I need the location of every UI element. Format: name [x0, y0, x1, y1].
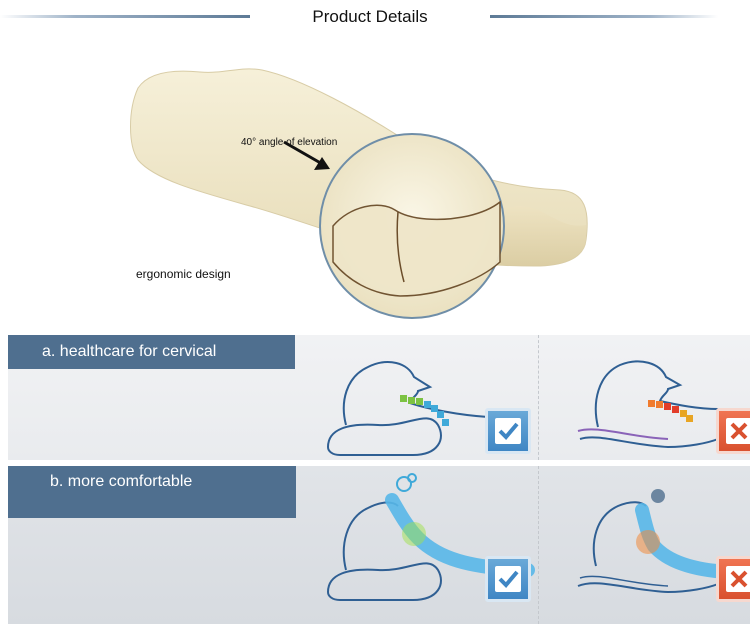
arrow-head	[314, 157, 330, 170]
section-comfortable: b. more comfortable	[8, 466, 750, 624]
angle-label: 40° angle of elevation	[241, 137, 338, 148]
pillow-scene: 40° angle of elevation ergonomic design	[0, 30, 750, 330]
incorrect-posture-illustration	[577, 360, 719, 449]
page-title: Product Details	[312, 7, 428, 26]
check-icon	[485, 556, 531, 602]
pillow-illustration	[130, 68, 588, 319]
zoom-profile	[332, 200, 501, 297]
misaligned-spine-blocks	[648, 400, 693, 422]
cross-icon	[716, 556, 750, 602]
cross-icon	[716, 408, 750, 454]
correct-posture-illustration	[326, 361, 489, 456]
header-left-rule	[0, 15, 250, 18]
header-right-rule	[490, 15, 718, 18]
spine-blocks	[400, 395, 449, 426]
blocked-airway-illustration	[577, 489, 728, 594]
section-healthcare: a. healthcare for cervical	[8, 335, 750, 460]
section-b-divider	[538, 466, 539, 624]
arrow-line	[283, 140, 325, 167]
ergonomic-label: ergonomic design	[136, 267, 231, 281]
check-icon	[485, 408, 531, 454]
section-a-title: a. healthcare for cervical	[8, 335, 295, 369]
section-a-divider	[538, 335, 539, 460]
section-b-title: b. more comfortable	[8, 466, 296, 518]
